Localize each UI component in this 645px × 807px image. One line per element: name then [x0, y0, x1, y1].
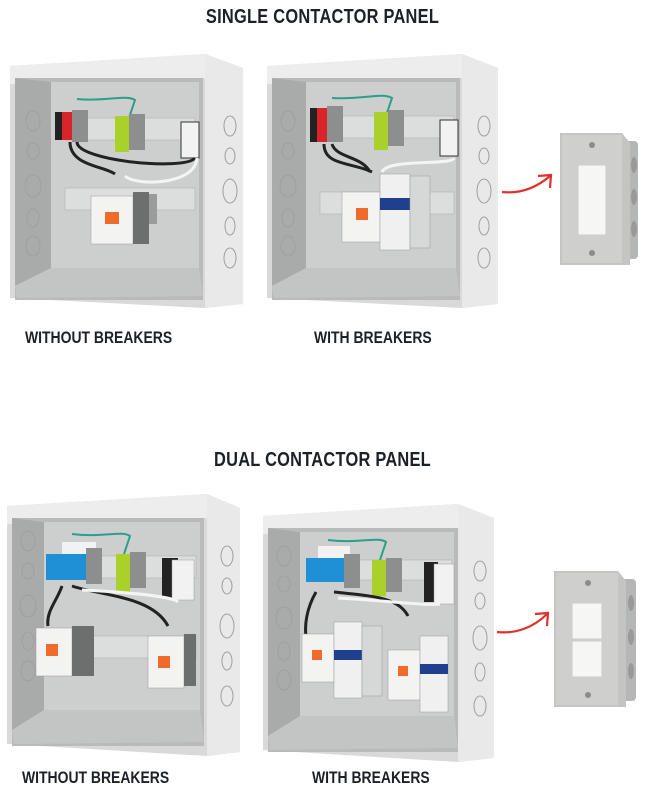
arrow-to-switch-icon — [500, 170, 560, 205]
single-contactor-panel-with-breakers-image — [262, 46, 502, 308]
caption-single-with-breakers: WITH BREAKERS — [314, 328, 432, 347]
dual-contactor-panel-with-breakers-image — [258, 496, 503, 762]
double-rocker-wall-switch-image — [552, 569, 638, 718]
single-rocker-wall-switch-image — [558, 131, 640, 276]
caption-single-without-breakers: WITHOUT BREAKERS — [25, 328, 173, 347]
section-title-single: SINGLE CONTACTOR PANEL — [205, 6, 440, 28]
caption-dual-with-breakers: WITH BREAKERS — [312, 768, 430, 787]
arrow-to-switch-icon-2 — [495, 606, 555, 643]
section-title-dual: DUAL CONTACTOR PANEL — [214, 449, 431, 471]
single-contactor-panel-without-breakers-image — [5, 46, 250, 308]
caption-dual-without-breakers: WITHOUT BREAKERS — [22, 768, 170, 787]
dual-contactor-panel-without-breakers-image — [2, 486, 247, 756]
